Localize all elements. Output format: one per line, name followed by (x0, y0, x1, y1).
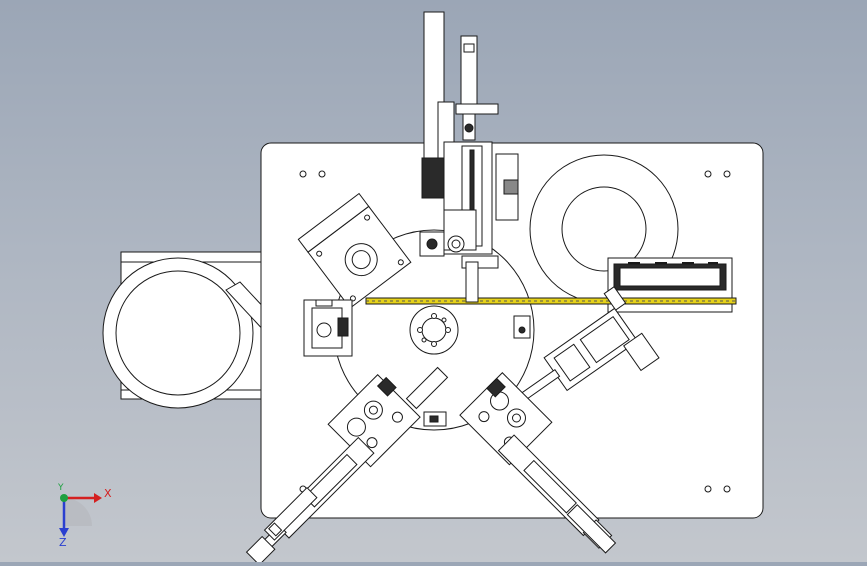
left-bowl-inner-ring (115, 270, 241, 396)
x-axis-arrow (94, 493, 102, 503)
y-axis-label: Y (57, 483, 64, 493)
upper-left-station[interactable] (297, 192, 412, 309)
z-axis-label: Z (59, 536, 67, 549)
bottom-left-cylinder (245, 535, 276, 566)
bottom-left-block (327, 374, 421, 468)
bottom-left-station[interactable] (245, 366, 449, 566)
output-magazine[interactable] (607, 257, 733, 313)
bottom-right-station[interactable] (423, 372, 617, 554)
left-station[interactable] (303, 299, 353, 357)
bottom-right-block (459, 372, 553, 466)
x-axis-label: X (104, 487, 112, 500)
coordinate-triad: X Y Z (57, 483, 112, 549)
feed-conveyor-belt (365, 297, 737, 305)
y-axis-origin (60, 494, 68, 502)
right-sensor-station[interactable] (513, 315, 531, 339)
press-top-bracket (455, 103, 499, 115)
z-axis-arrow (59, 528, 69, 537)
top-press-station[interactable] (419, 11, 519, 303)
right-bowl-inner-ring (561, 186, 647, 272)
